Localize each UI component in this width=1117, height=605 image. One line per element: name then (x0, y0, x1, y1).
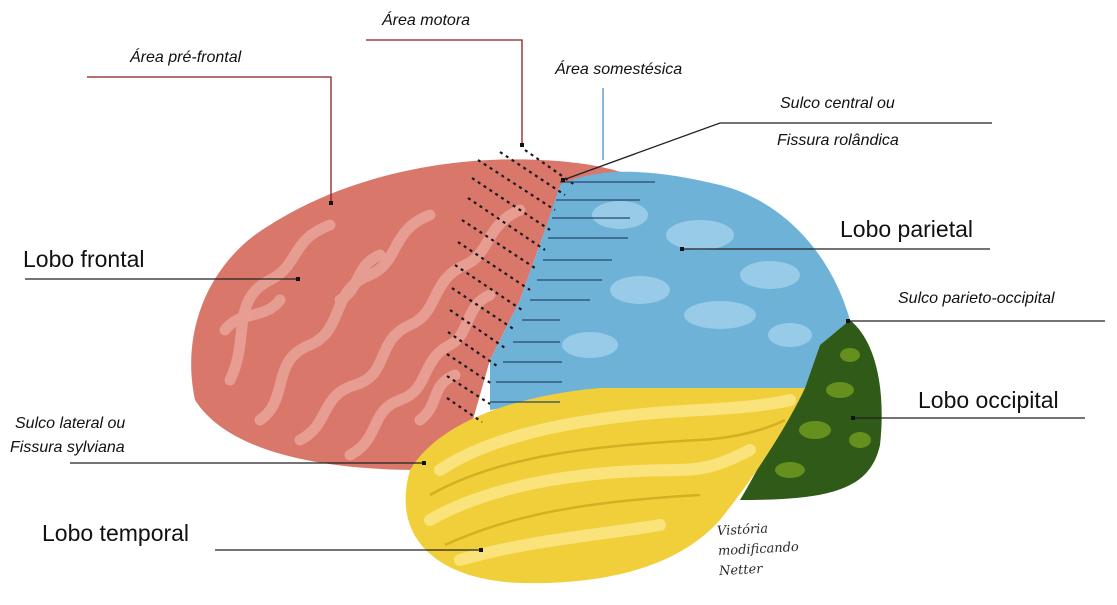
label-lateral-sulcus-1: Sulco lateral ou (15, 416, 125, 432)
label-prefrontal-area: Área pré-frontal (130, 50, 241, 66)
prefrontal-leader (87, 77, 331, 203)
label-lateral-sulcus-2: Fissura sylviana (10, 440, 125, 456)
label-central-sulcus-1: Sulco central ou (780, 96, 895, 112)
artist-signature: Vistória modificando Netter (716, 518, 800, 582)
signature-line-3: Netter (719, 558, 801, 582)
label-motor-area: Área motora (382, 13, 470, 29)
label-parieto-occipital-sulcus: Sulco parieto-occipital (898, 291, 1055, 307)
motor-leader (366, 40, 522, 145)
label-central-sulcus-2: Fissura rolândica (777, 133, 899, 149)
signature-line-2: modificando (718, 538, 800, 562)
label-frontal-lobe: Lobo frontal (23, 248, 144, 271)
label-temporal-lobe: Lobo temporal (42, 522, 189, 545)
label-parietal-lobe: Lobo parietal (840, 218, 973, 241)
label-occipital-lobe: Lobo occipital (918, 389, 1059, 412)
label-somatosensory-area: Área somestésica (555, 62, 682, 78)
